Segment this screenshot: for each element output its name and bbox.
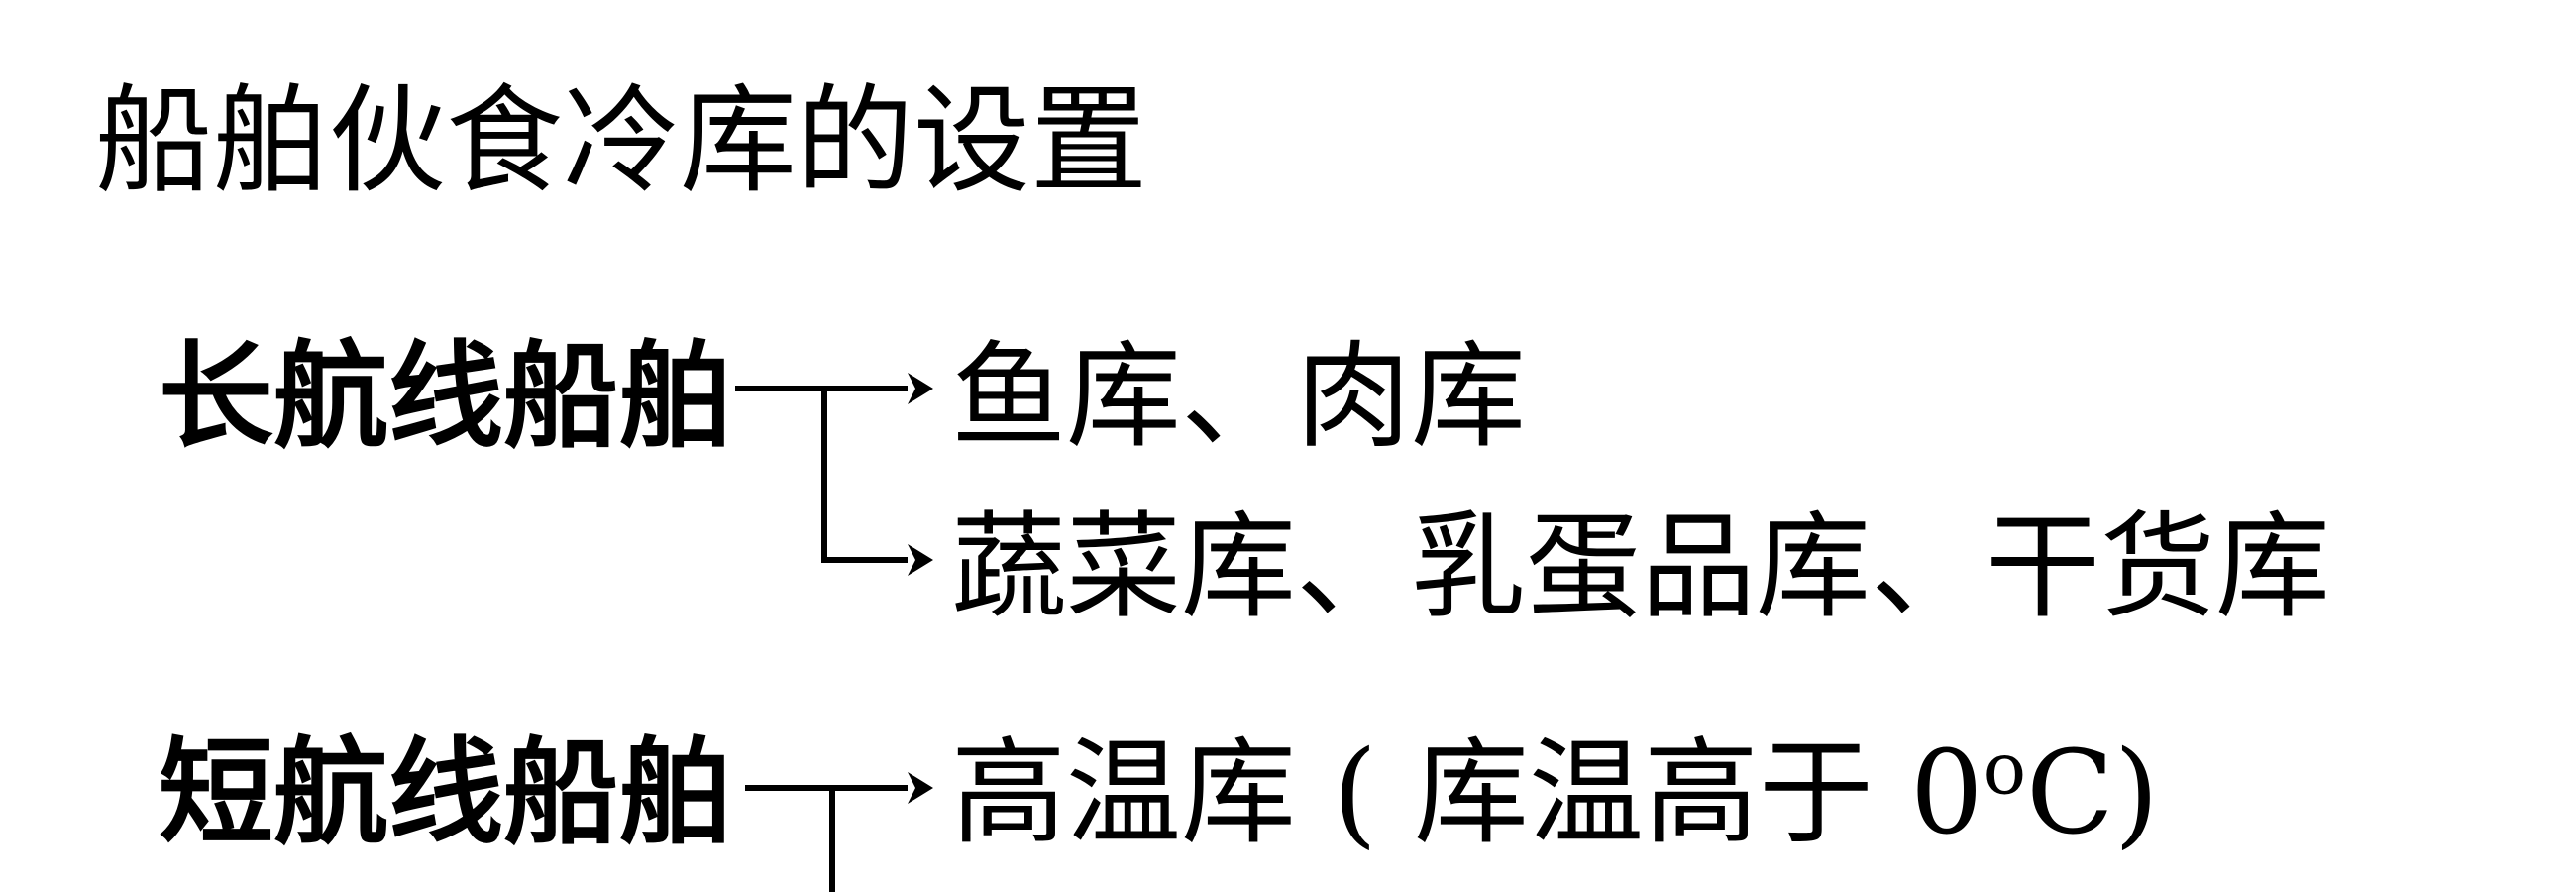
- arrowhead-short-route-top: [908, 772, 933, 804]
- group-label-short-route: 短航线船舶: [159, 726, 733, 860]
- arrowhead-long-route-top: [908, 373, 933, 404]
- high-temp-text: 高温库 ( 库温高于 0: [951, 726, 1984, 860]
- arrowhead-long-route-bottom: [908, 544, 933, 576]
- celsius-text: C): [2025, 726, 2159, 860]
- page-title: 船舶伙食冷库的设置: [95, 72, 1148, 209]
- item-vegetable-dairy-dry-storage: 蔬菜库、乳蛋品库、干货库: [951, 501, 2330, 634]
- item-fish-meat-storage: 鱼库、肉库: [951, 330, 1526, 464]
- item-high-temp-storage: 高温库 ( 库温高于 0oC): [951, 729, 2159, 858]
- group-label-long-route: 长航线船舶: [159, 330, 733, 464]
- arrow-long-route-branch: [821, 389, 908, 563]
- degree-superscript: o: [1983, 726, 2026, 811]
